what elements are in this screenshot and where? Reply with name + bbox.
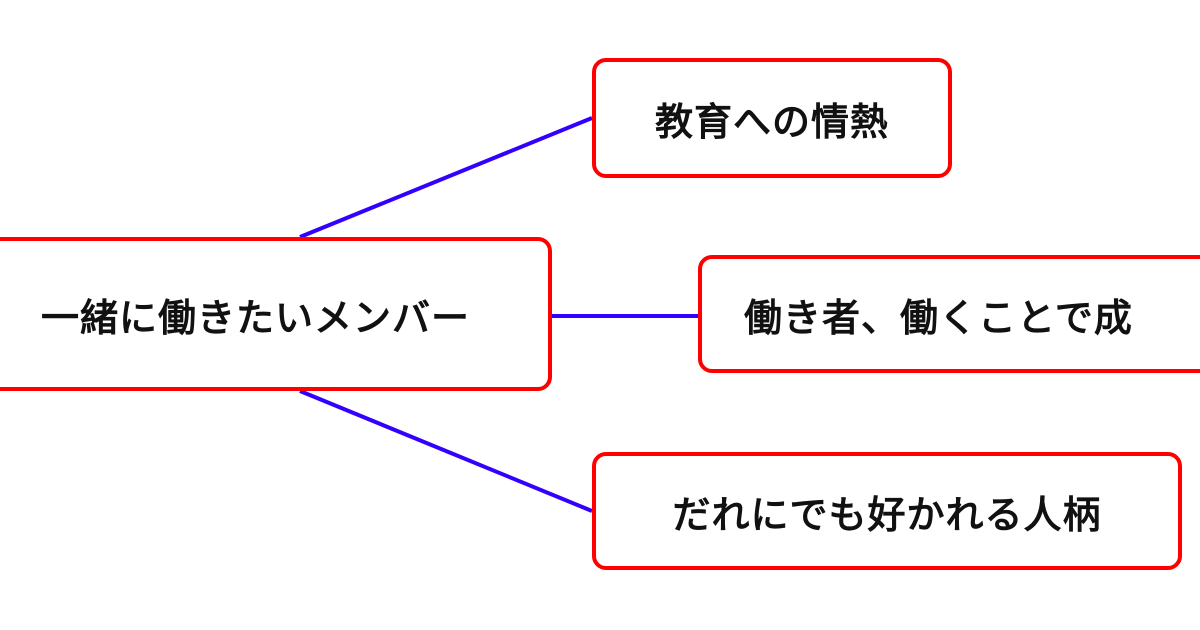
connector-line-top [299, 116, 593, 239]
branch-node-likable-personality[interactable]: だれにでも好かれる人柄 [592, 452, 1182, 570]
branch-node-label: だれにでも好かれる人柄 [672, 492, 1102, 537]
branch-node-label: 教育への情熱 [654, 99, 889, 144]
center-node[interactable]: 一緒に働きたいメンバー [0, 237, 552, 391]
branch-node-label: 働き者、働くことで成 [744, 295, 1133, 340]
branch-node-passion-for-education[interactable]: 教育への情熱 [592, 58, 952, 178]
center-node-label: 一緒に働きたいメンバー [40, 295, 470, 340]
branch-node-hard-worker[interactable]: 働き者、働くことで成 [698, 255, 1200, 373]
connector-line-bottom [299, 389, 593, 513]
